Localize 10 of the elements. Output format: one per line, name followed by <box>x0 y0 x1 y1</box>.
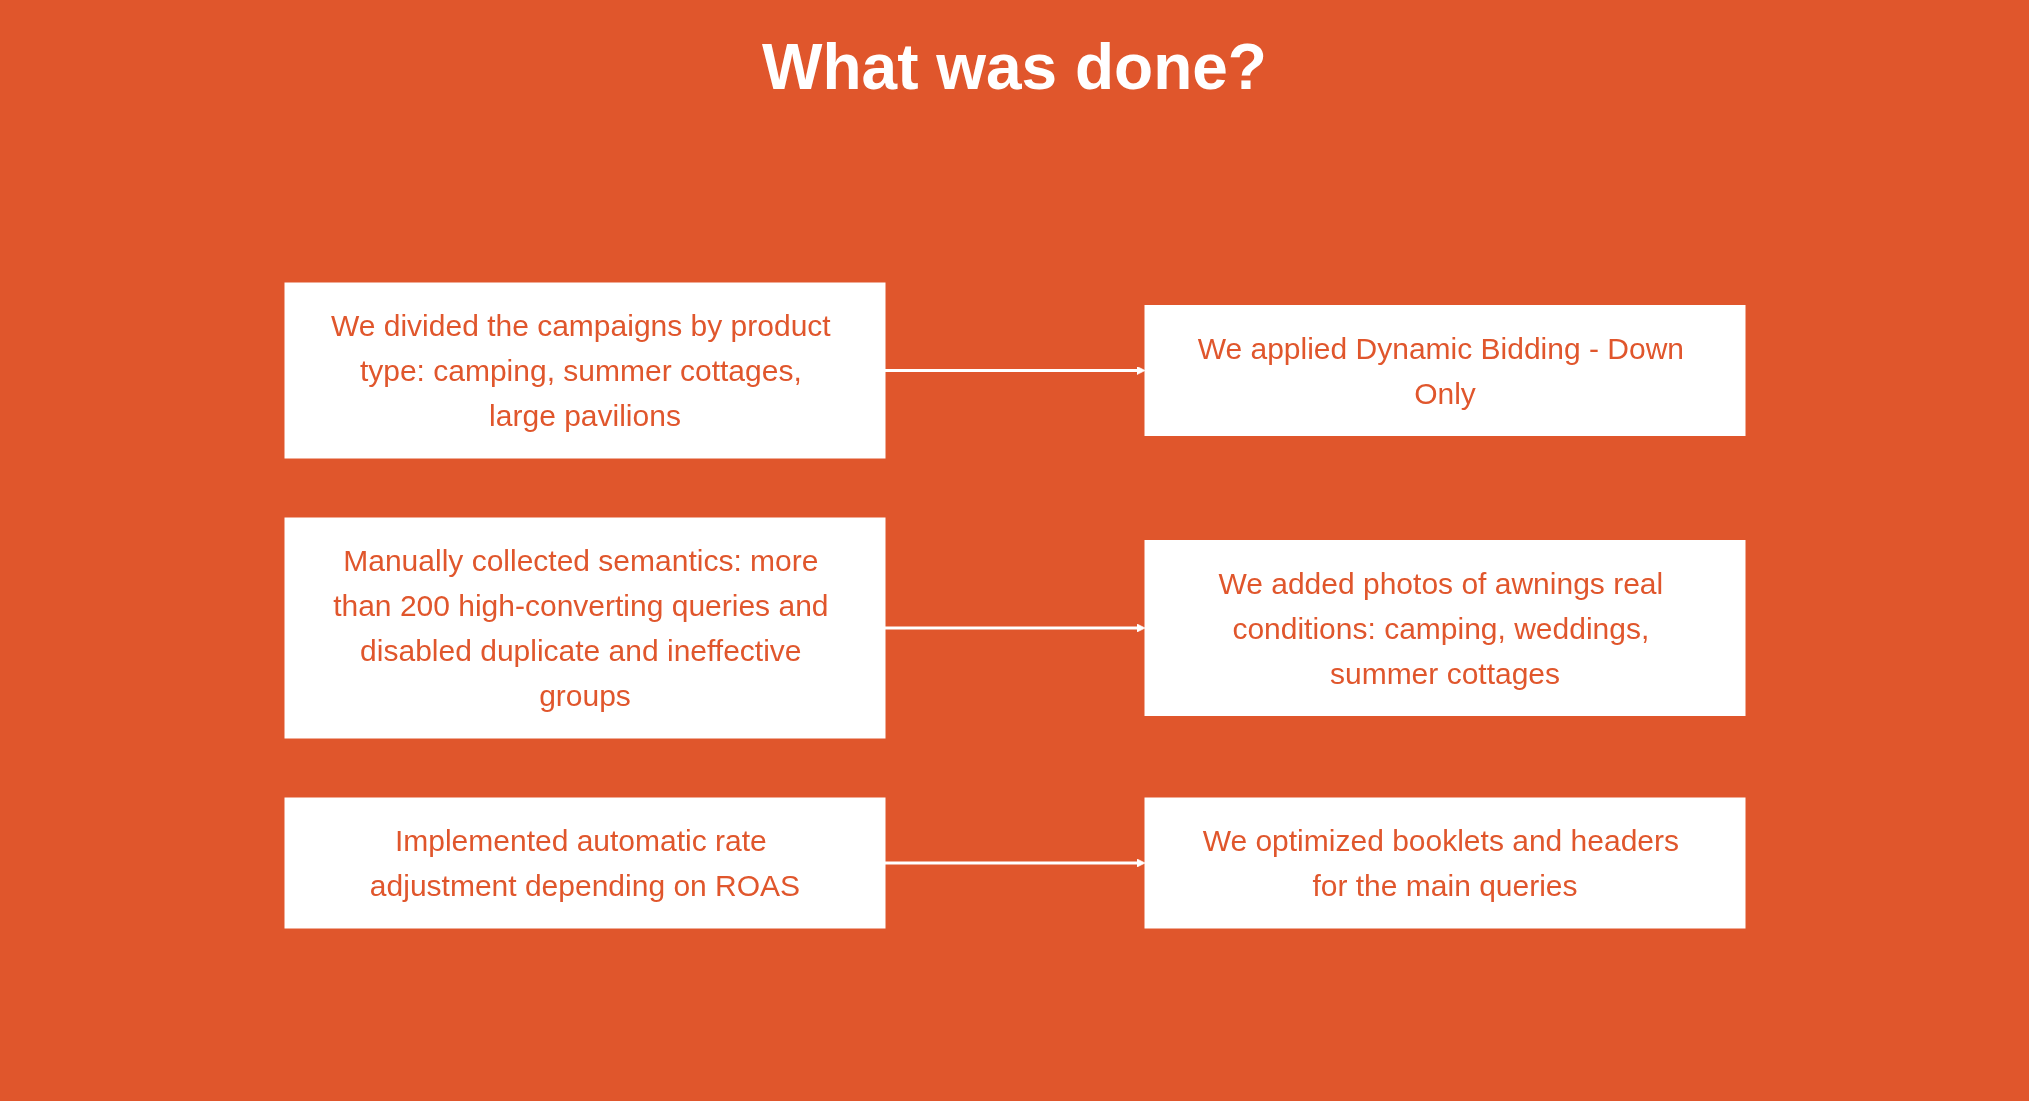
node-box: Manually collected semantics: more than 200 high-converting queries and disabled duplicate and ineffective groups <box>284 517 885 739</box>
arrow <box>884 366 1145 375</box>
node-box: We optimized booklets and headers for the main queries <box>1144 797 1745 929</box>
arrow <box>884 858 1145 868</box>
node-box: We divided the campaigns by product type: camping, summer cottages, large pavilions <box>284 282 885 459</box>
arrow <box>884 623 1145 633</box>
node-box: Implemented automatic rate adjustment depending on ROAS <box>284 797 885 929</box>
node-box: We added photos of awnings real conditions: camping, weddings, summer cottages <box>1144 540 1745 716</box>
title: What was done? <box>761 30 1268 104</box>
node-box: We applied Dynamic Bidding - Down Only <box>1144 305 1745 436</box>
